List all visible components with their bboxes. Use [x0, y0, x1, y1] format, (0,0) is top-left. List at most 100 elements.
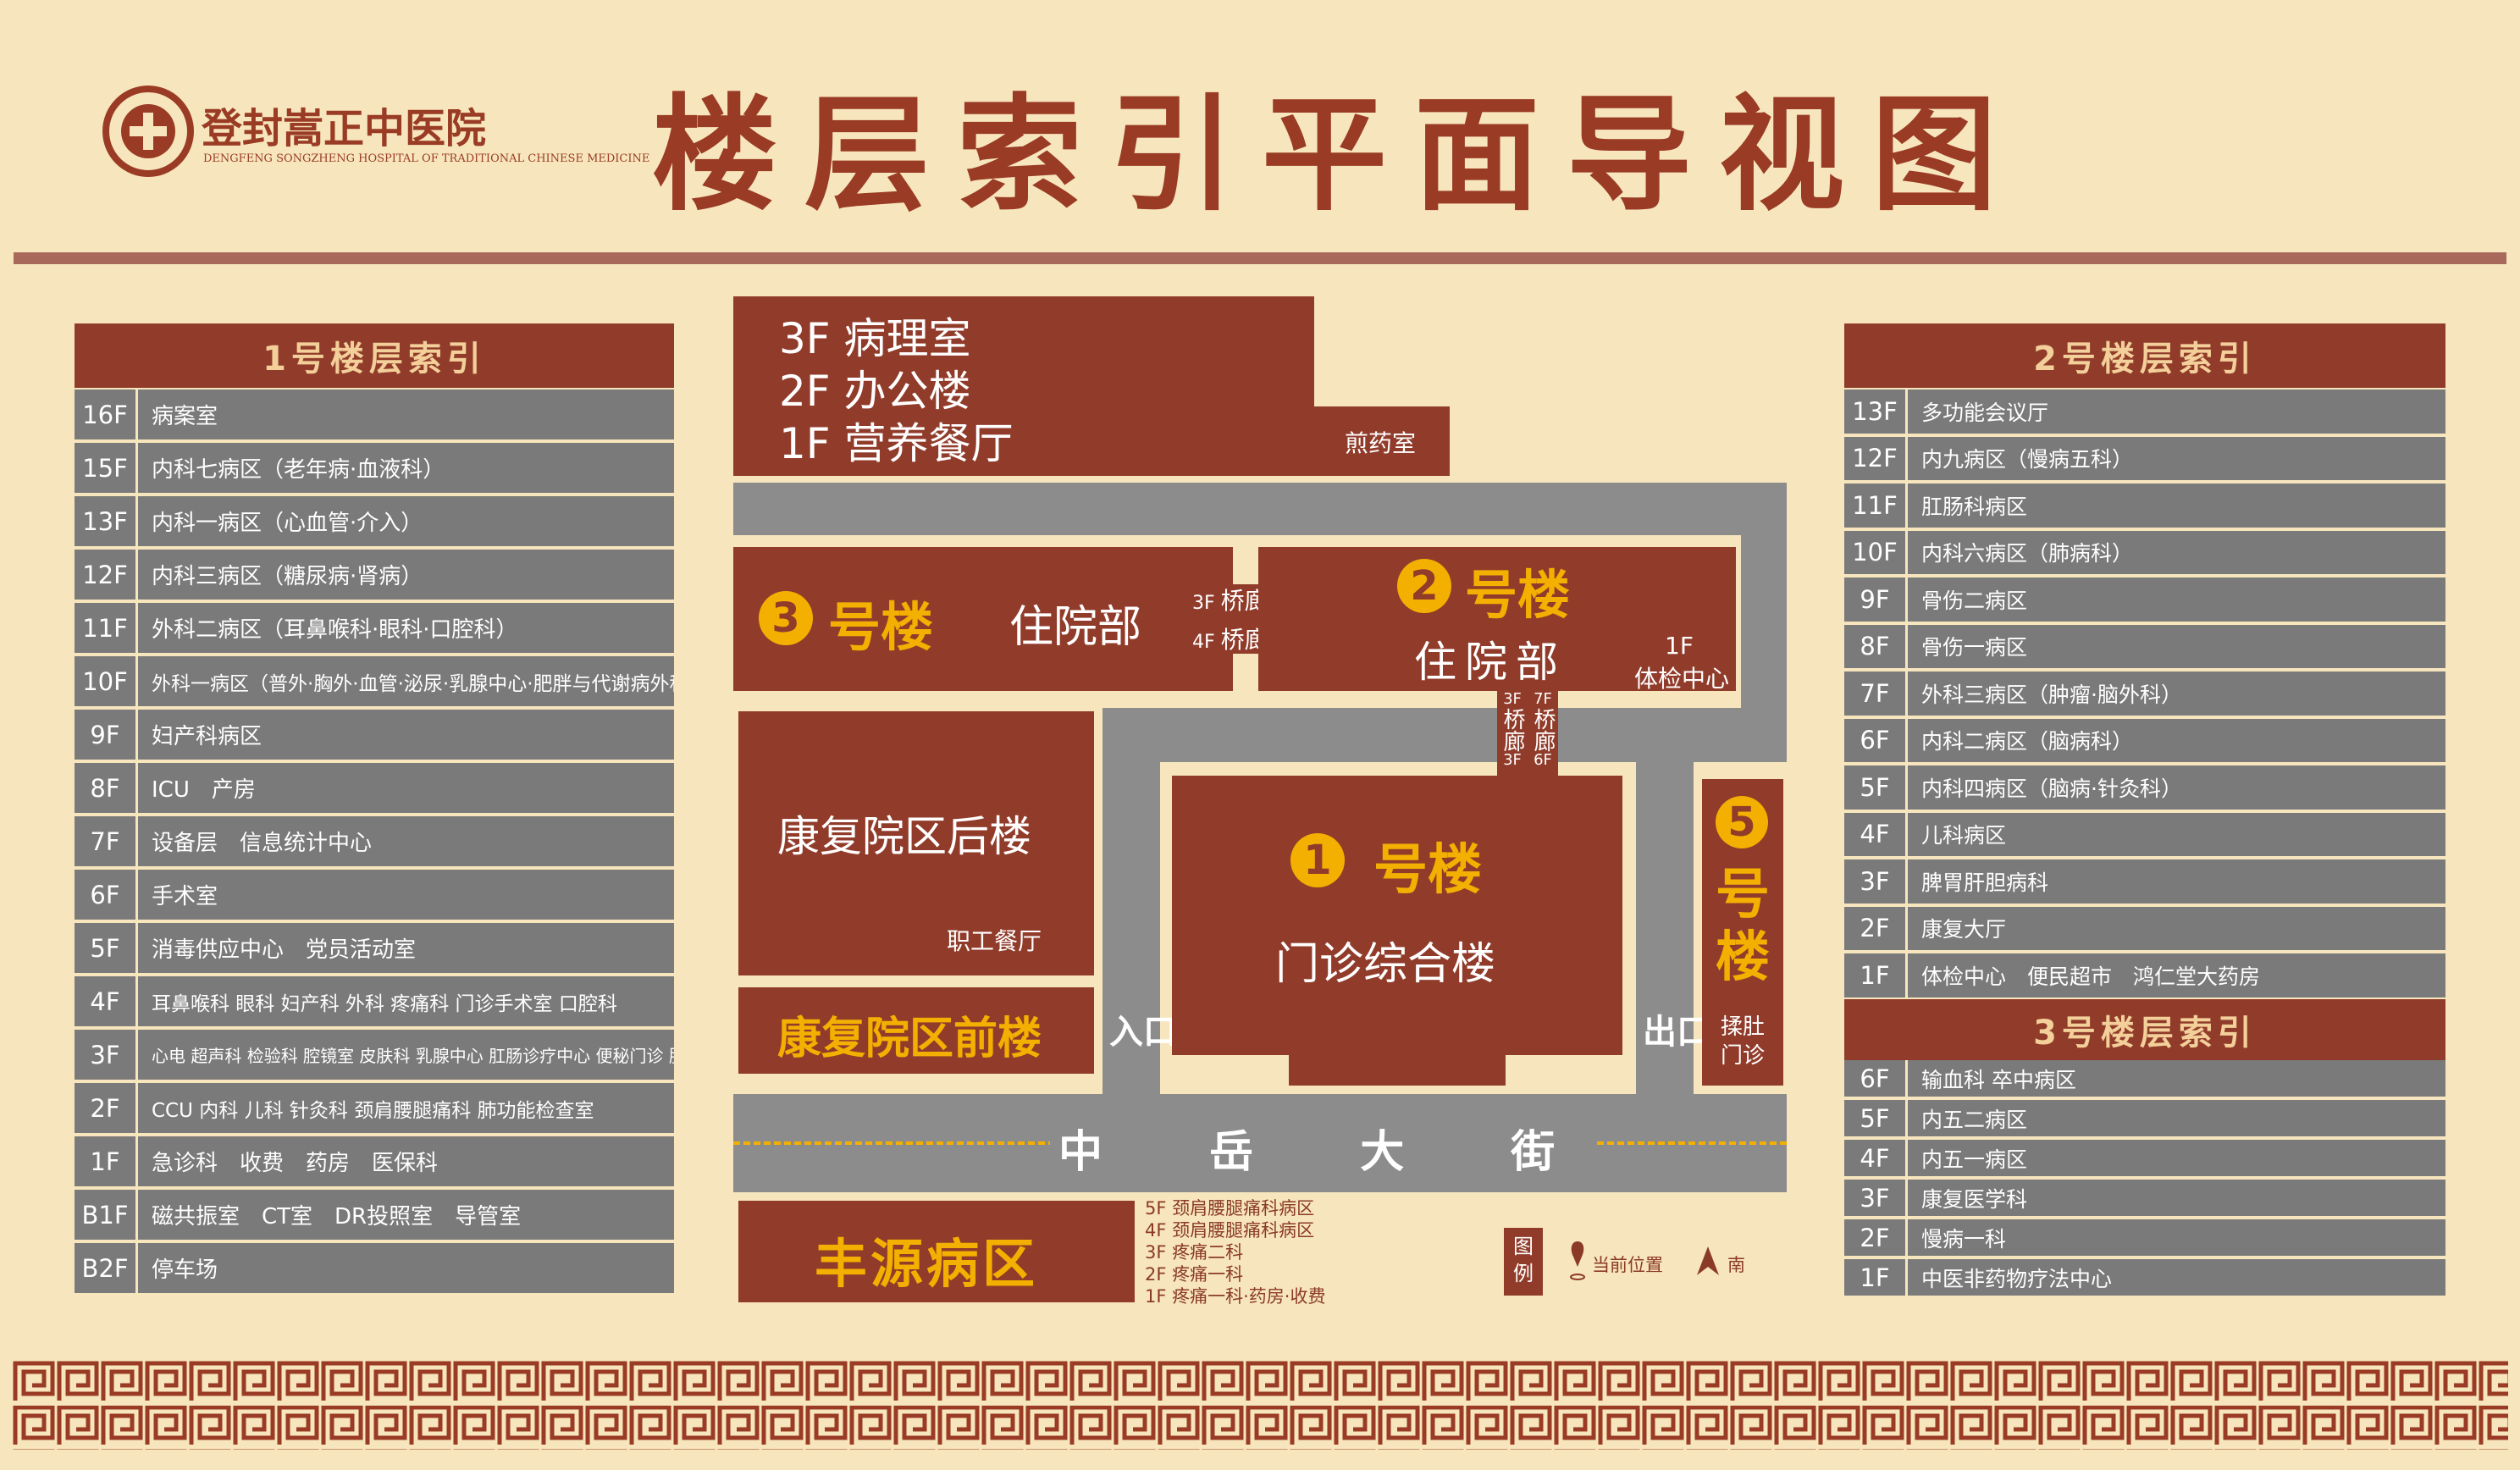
building-3-sub: 住院部 — [1009, 602, 1142, 653]
building-1: 1 号楼 门诊综合楼 — [1172, 776, 1622, 1055]
floor-department: 脾胃肝胆病科 — [1921, 870, 2049, 895]
top-building-2f: 2F 办公楼 — [779, 367, 971, 416]
bridge-mid: 3F 桥廊 3F 7F 桥廊 6F — [1497, 691, 1558, 779]
building-3: 3 号楼 住院部 — [733, 547, 1233, 691]
south-arrow-icon — [1697, 1246, 1719, 1275]
floor-department: 病案室 — [152, 404, 218, 429]
page-title: 楼层索引平面导视图 — [652, 82, 2024, 228]
entrance-label: 入口 — [1109, 1013, 1177, 1052]
floor-label: 12F — [1844, 436, 1908, 480]
building1-index-title: 1号楼层索引 — [75, 323, 674, 388]
top-building-1f: 1F 营养餐厅 — [779, 419, 1014, 468]
floor-label: 15F — [75, 443, 138, 493]
index-row: 9F 骨伤二病区 — [1844, 578, 2445, 622]
building3-index-title: 3号楼层索引 — [1844, 999, 2445, 1060]
decoction-room-label: 煎药室 — [1345, 429, 1417, 457]
floor-department: 骨伤二病区 — [1921, 588, 2028, 613]
road-west-lane — [1102, 708, 1160, 1097]
bridge-top-connector — [1233, 584, 1258, 654]
floor-label: 4F — [1844, 812, 1908, 856]
meander-border — [12, 1360, 2508, 1450]
fengyuan-floor-item: 4F 颈肩腰腿痛科病区 — [1145, 1220, 1315, 1241]
floor-department: 输血科 卒中病区 — [1921, 1067, 2076, 1092]
legend-current-location: 当前位置 — [1592, 1255, 1663, 1275]
floor-label: 13F — [1844, 390, 1908, 434]
floor-department: 内九病区（慢病五科） — [1921, 447, 2134, 472]
floor-label: 5F — [1844, 765, 1908, 810]
floor-department: 耳鼻喉科 眼科 妇产科 外科 疼痛科 门诊手术室 口腔科 — [152, 992, 617, 1015]
floor-label: 5F — [1844, 1100, 1908, 1136]
building-2-1f: 1F — [1665, 632, 1694, 660]
building-2-1f-sub: 体检中心 — [1634, 665, 1730, 693]
header-divider — [14, 252, 2506, 264]
floor-label: 10F — [75, 656, 138, 706]
building2-index-title: 2号楼层索引 — [1844, 323, 2445, 388]
floor-department: 肛肠科病区 — [1921, 494, 2028, 519]
index-row: 11F 肛肠科病区 — [1844, 484, 2445, 528]
hospital-logo-icon — [102, 86, 194, 177]
floor-label: 5F — [75, 923, 138, 973]
building-1-annex — [1289, 1053, 1506, 1086]
floor-label: 11F — [75, 603, 138, 653]
building-5: 5 号楼 揉肚门诊 — [1702, 779, 1783, 1086]
floor-label: 12F — [75, 550, 138, 600]
building-1-sub: 门诊综合楼 — [1275, 939, 1496, 990]
floor-department: 康复医学科 — [1921, 1186, 2028, 1212]
building-5-label: 号楼 — [1716, 864, 1770, 989]
fengyuan-floor-item: 5F 颈肩腰腿痛科病区 — [1145, 1198, 1315, 1219]
building-2-sub: 住院部 — [1414, 638, 1567, 687]
building-1-number: 1 — [1290, 833, 1345, 887]
floor-label: 9F — [1844, 578, 1908, 622]
floor-label: 2F — [75, 1083, 138, 1133]
index-row: 5F 消毒供应中心 党员活动室 — [75, 923, 674, 973]
legend-label: 图例 — [1513, 1235, 1534, 1285]
floor-label: 9F — [75, 710, 138, 760]
floor-department: 消毒供应中心 党员活动室 — [152, 937, 417, 963]
road-north — [733, 483, 1787, 535]
legend-box: 图例 — [1504, 1228, 1543, 1296]
floor-department: 内科一病区（心血管·介入） — [152, 511, 423, 536]
floor-department: ICU 产房 — [152, 777, 256, 803]
floor-department: 内科六病区（肺病科） — [1921, 541, 2134, 566]
legend-south: 南 — [1727, 1255, 1745, 1275]
floor-department: 磁共振室 CT室 DR投照室 导管室 — [152, 1204, 522, 1230]
floor-department: 内科七病区（老年病·血液科） — [152, 457, 445, 483]
building-2: 2 号楼 住院部 1F 体检中心 — [1258, 547, 1736, 693]
floor-department: 内五一病区 — [1921, 1147, 2028, 1172]
floor-department: 多功能会议厅 — [1921, 400, 2049, 425]
building2-index-table: 13F 多功能会议厅 12F 内九病区（慢病五科） 11F 肛肠科病区 10F 内科六病区（肺… — [1844, 390, 2445, 999]
floor-label: 3F — [75, 1030, 138, 1080]
floor-label: 1F — [75, 1136, 138, 1186]
floor-label: B1F — [75, 1190, 138, 1240]
floor-department: 外科三病区（肿瘤·脑外科） — [1921, 682, 2182, 707]
floor-department: 体检中心 便民超市 鸿仁堂大药房 — [1921, 964, 2261, 989]
building-3-label: 号楼 — [828, 596, 934, 658]
exit-label: 出口 — [1643, 1013, 1710, 1052]
building-2-number: 2 — [1397, 559, 1451, 613]
floor-department: CCU 内科 儿科 针灸科 颈肩腰腿痛科 肺功能检查室 — [152, 1099, 594, 1122]
floor-label: 4F — [75, 976, 138, 1026]
floor-label: 11F — [1844, 484, 1908, 528]
hospital-name-en: DENGFENG SONGZHENG HOSPITAL OF TRADITION… — [203, 152, 650, 165]
floor-label: 10F — [1844, 530, 1908, 574]
floor-department: 设备层 信息统计中心 — [152, 831, 373, 856]
